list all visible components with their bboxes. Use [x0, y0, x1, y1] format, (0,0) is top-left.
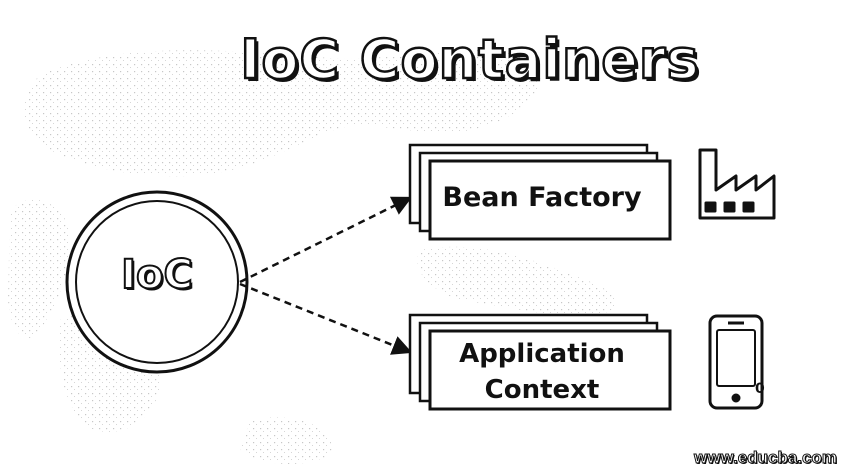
ioc-label: IoC — [120, 251, 194, 299]
svg-text:0: 0 — [755, 381, 765, 397]
connector-to-application-context — [239, 282, 413, 355]
bean-factory-label: Bean Factory — [442, 182, 642, 213]
connector-to-bean-factory — [239, 196, 413, 284]
watermark: www.educba.com — [694, 448, 838, 468]
mobile-phone-icon: 0 — [708, 314, 765, 410]
bean-factory-box — [408, 143, 672, 241]
diagram-title: IoC Containers — [239, 27, 700, 93]
application-context-box — [408, 313, 672, 411]
application-context-label: Application Context — [422, 336, 662, 408]
application-context-label-line1: Application — [459, 339, 625, 369]
application-context-label-line2: Context — [484, 375, 600, 405]
ioc-node — [65, 190, 249, 374]
factory-icon — [698, 148, 776, 220]
map-background — [8, 49, 617, 465]
